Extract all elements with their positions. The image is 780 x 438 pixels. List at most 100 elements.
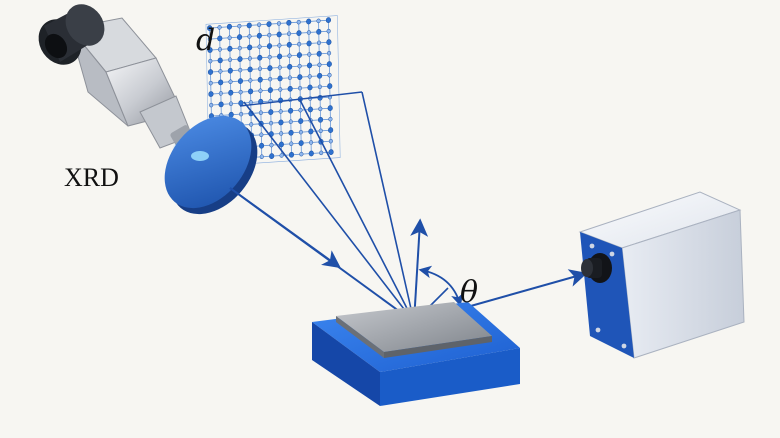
lattice-atom	[307, 84, 313, 91]
lattice-atom	[296, 52, 302, 58]
lattice-atom	[287, 63, 293, 70]
lattice-atom	[249, 122, 254, 127]
lattice-atom	[267, 65, 273, 71]
lattice-atom	[316, 18, 321, 24]
sample-stage-icon	[312, 302, 520, 406]
lattice-atom	[268, 109, 274, 115]
lattice-atom	[308, 150, 314, 157]
lattice-atom	[217, 57, 223, 64]
lattice-atom	[269, 142, 274, 148]
lattice-atom	[306, 18, 312, 25]
lattice-atom	[286, 41, 292, 48]
normal-arrow	[410, 218, 429, 323]
beam-paths	[229, 91, 588, 323]
lattice-atom	[218, 79, 224, 86]
lattice-atom	[298, 107, 303, 113]
lattice-atom	[276, 21, 281, 26]
lattice-atom	[208, 58, 213, 64]
lattice-atom	[247, 34, 252, 39]
lattice-atom	[207, 47, 213, 53]
lattice-atom	[309, 140, 314, 145]
lattice-atom	[279, 153, 284, 158]
lattice-atom	[218, 91, 223, 96]
lattice-atom	[266, 21, 272, 27]
lattice-atom	[238, 89, 243, 95]
incident-arrow	[229, 187, 341, 269]
lattice-atom	[316, 28, 322, 35]
lattice-atom	[248, 78, 253, 83]
lattice-atom	[278, 119, 284, 126]
lattice-atom	[266, 43, 273, 49]
lattice-atom	[258, 142, 265, 149]
lattice-atom	[317, 62, 322, 68]
lattice-atom	[218, 101, 224, 108]
lattice-atom	[267, 32, 272, 38]
lattice-atom	[318, 128, 323, 134]
angle-arc	[418, 265, 464, 307]
lattice-atom	[247, 88, 254, 95]
lattice-atom	[247, 44, 253, 51]
lattice-atom	[328, 127, 334, 134]
lattice-atom	[317, 94, 323, 101]
lattice-atom	[287, 85, 293, 92]
lattice-atom	[237, 23, 242, 29]
instrument-label: XRD	[64, 163, 119, 192]
lattice-atom	[296, 30, 302, 36]
lattice-atom	[227, 45, 233, 52]
lattice-atom	[317, 72, 323, 79]
lattice-atom	[319, 150, 324, 156]
lattice-atom	[326, 28, 331, 34]
lattice-atom	[289, 141, 294, 147]
lattice-atom	[297, 63, 302, 69]
lattice-atom	[288, 107, 294, 114]
lattice-atom	[238, 67, 243, 73]
lattice-atom	[259, 132, 264, 138]
lattice-atom	[228, 57, 233, 63]
lattice-atom	[277, 53, 283, 60]
lattice-atom	[328, 116, 333, 122]
lattice-atom	[217, 47, 223, 52]
lattice-atom	[288, 129, 294, 136]
lattice-atom	[287, 53, 292, 59]
lattice-atom	[256, 32, 262, 39]
lattice-atom	[258, 88, 263, 94]
lattice-atom	[298, 140, 304, 146]
lattice-atom	[246, 22, 252, 29]
lattice-atom	[277, 65, 282, 70]
lattice-atom	[307, 106, 313, 113]
lattice-atom	[208, 80, 213, 86]
lattice-atom	[298, 118, 304, 124]
lattice-atom	[239, 111, 244, 117]
lattice-atom	[317, 84, 322, 90]
lattice-atom	[267, 54, 272, 60]
lattice-atom	[257, 76, 263, 83]
lattice-atom	[228, 89, 234, 96]
lattice-atom	[228, 79, 233, 85]
lattice-atom	[288, 119, 293, 125]
lattice-atom	[306, 62, 313, 69]
xray-source-icon	[38, 4, 212, 164]
lattice-atom	[306, 40, 312, 47]
lattice-atom	[328, 138, 333, 144]
lattice-atom	[237, 45, 242, 51]
lattice-atom	[269, 153, 275, 159]
angle-label: θ	[460, 275, 478, 310]
lattice-atom	[286, 19, 292, 26]
lattice-atom	[325, 17, 332, 24]
lattice-atom	[276, 31, 282, 38]
lattice-atom	[278, 87, 283, 92]
lattice-atom	[288, 151, 295, 158]
lattice-atom	[259, 154, 264, 160]
lattice-atom	[217, 25, 222, 30]
lattice-atom	[279, 131, 284, 136]
lattice-atom	[277, 75, 283, 82]
lattice-atom	[327, 72, 332, 78]
lattice-atom	[316, 40, 322, 46]
lattice-atom	[257, 22, 262, 28]
lattice-atom	[257, 54, 263, 61]
lattice-atom	[226, 23, 233, 30]
lattice-atom	[317, 116, 324, 123]
lattice-atom	[307, 74, 312, 79]
lattice-plane-line	[239, 91, 363, 107]
detector-icon	[578, 191, 745, 359]
